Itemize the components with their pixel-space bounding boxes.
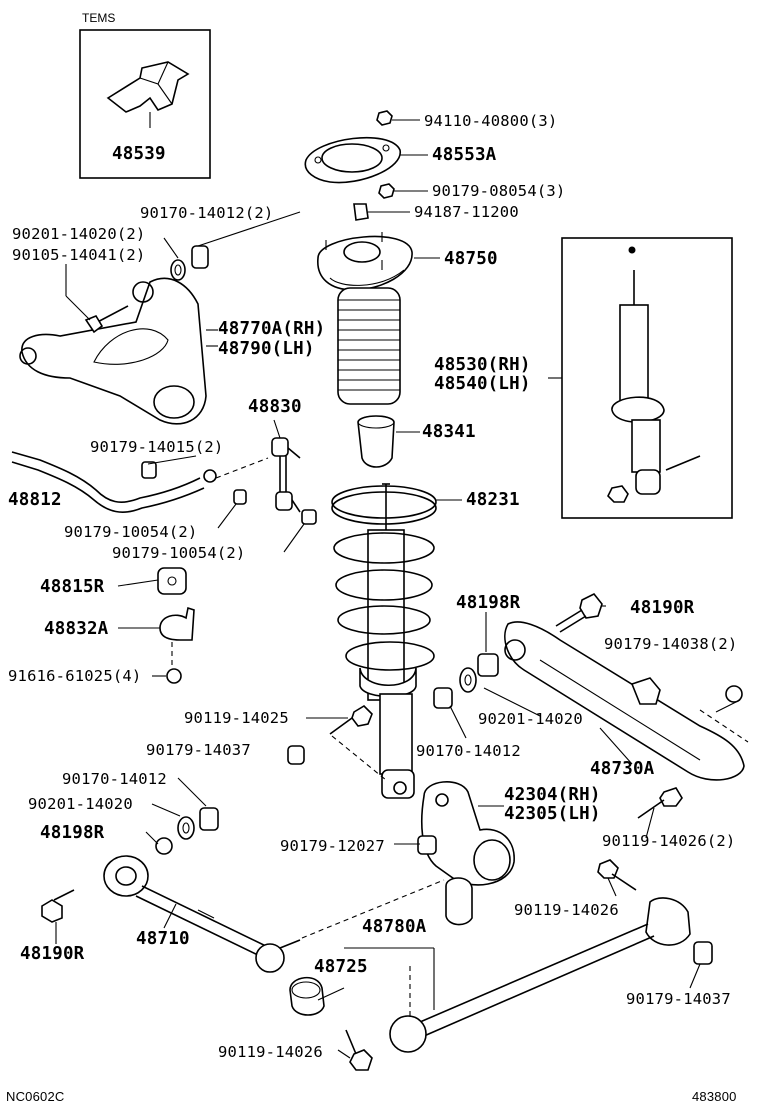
upper-arm-washers <box>170 245 209 281</box>
callout-90170-14012-mid: 90170-14012 <box>416 742 521 760</box>
dust-boot <box>337 287 401 405</box>
callout-48770A: 48770A(RH) <box>218 319 326 339</box>
callout-48790: 48790(LH) <box>218 339 315 359</box>
callout-48198R-top: 48198R <box>456 593 521 613</box>
callout-94110-40800: 94110-40800(3) <box>424 112 558 130</box>
callout-48812: 48812 <box>8 490 62 510</box>
upper-mount-group <box>304 110 428 221</box>
bolt-90119-14025 <box>287 704 387 781</box>
stabilizer-link-48830 <box>271 437 317 525</box>
bolt-48190R-low <box>41 889 75 923</box>
leader-lines <box>55 211 701 1059</box>
lateral-link-48780A <box>344 897 691 1053</box>
callout-48830: 48830 <box>248 397 302 417</box>
callout-90119-14026-bottom: 90119-14026 <box>218 1043 323 1061</box>
callout-90179-14037-low: 90179-14037 <box>626 990 731 1008</box>
bolt-90119-14026-mid <box>597 859 637 891</box>
upper-support-48750 <box>317 232 440 291</box>
bushing-48725 <box>289 976 325 1016</box>
callout-48539: 48539 <box>112 144 166 164</box>
callout-90179-14015: 90179-14015(2) <box>90 438 224 456</box>
callout-90119-14026-right: 90119-14026(2) <box>602 832 736 850</box>
callout-42305: 42305(LH) <box>504 804 601 824</box>
callout-48750: 48750 <box>444 249 498 269</box>
callout-48341: 48341 <box>422 422 476 442</box>
bracket-48832A <box>159 606 195 684</box>
stabilizer-bar-48812 <box>11 451 269 513</box>
corner-code-right: 483800 <box>692 1089 737 1104</box>
bolt-48190R-top <box>433 592 603 709</box>
callout-48190R-top: 48190R <box>630 598 695 618</box>
coil-spring-48231 <box>331 483 462 799</box>
callout-48231: 48231 <box>466 490 520 510</box>
callout-48190R-low: 48190R <box>20 944 85 964</box>
callout-90201-14020-top: 90201-14020(2) <box>12 225 146 243</box>
callout-42304: 42304(RH) <box>504 785 601 805</box>
nut-90179-14037-low <box>693 941 713 965</box>
bump-stopper-48341 <box>357 415 420 468</box>
callout-48780A: 48780A <box>362 917 427 937</box>
callout-48725: 48725 <box>314 957 368 977</box>
corner-code-left: NC0602C <box>6 1089 65 1104</box>
callout-48730A: 48730A <box>590 759 655 779</box>
callout-90179-08054: 90179-08054(3) <box>432 182 566 200</box>
upper-arm-48770A <box>19 277 218 425</box>
bushing-48815R <box>157 567 187 595</box>
callout-90179-12027: 90179-12027 <box>280 837 385 855</box>
knuckle-42304 <box>417 781 515 926</box>
callout-90170-14012-top: 90170-14012(2) <box>140 204 274 222</box>
callout-48815R: 48815R <box>40 577 105 597</box>
callout-90119-14026-mid: 90119-14026 <box>514 901 619 919</box>
callout-48710: 48710 <box>136 929 190 949</box>
washers-left-lower <box>155 807 219 855</box>
callout-90179-14037-mid: 90179-14037 <box>146 741 251 759</box>
bolt-90119-14026-bottom <box>345 1029 373 1071</box>
lower-arm-48710 <box>103 855 445 973</box>
callout-90179-14038: 90179-14038(2) <box>604 635 738 653</box>
callout-48832A: 48832A <box>44 619 109 639</box>
lower-arm-48730A <box>504 621 749 781</box>
callout-48540: 48540(LH) <box>434 374 531 394</box>
callout-90119-14025: 90119-14025 <box>184 709 289 727</box>
inset-box-shock <box>548 237 733 519</box>
callout-90170-14012-low: 90170-14012 <box>62 770 167 788</box>
callout-48553A: 48553A <box>432 145 497 165</box>
callout-48530: 48530(RH) <box>434 355 531 375</box>
callout-90201-14020-low: 90201-14020 <box>28 795 133 813</box>
callout-48198R-low: 48198R <box>40 823 105 843</box>
callout-90179-10054-a: 90179-10054(2) <box>64 523 198 541</box>
bolt-90119-14026-right <box>637 787 683 819</box>
callout-90105-14041: 90105-14041(2) <box>12 246 146 264</box>
callout-90179-10054-b: 90179-10054(2) <box>112 544 246 562</box>
callout-94187-11200: 94187-11200 <box>414 203 519 221</box>
inset-box-48539 <box>79 29 211 179</box>
inset-title: TEMS <box>82 11 116 25</box>
callout-91616-61025: 91616-61025(4) <box>8 667 142 685</box>
callout-90201-14020-mid: 90201-14020 <box>478 710 583 728</box>
